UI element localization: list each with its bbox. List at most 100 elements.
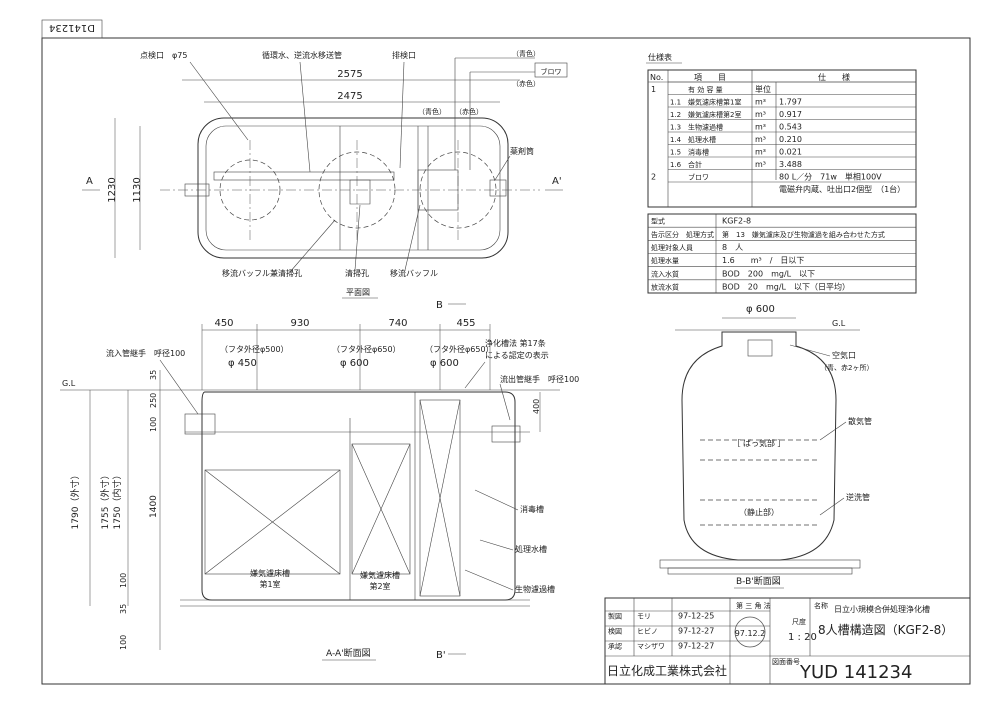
inner-width: 1130 [132, 177, 143, 202]
spec-row-sub: 1.5 [670, 149, 681, 157]
tb-name: マシザワ [637, 643, 665, 651]
aa-h2: 1755（外寸） [99, 471, 111, 530]
tb-stamp [734, 616, 766, 648]
spec-row-value: 0.021 [779, 148, 802, 157]
spec-row-item: 有 効 容 量 [688, 85, 723, 94]
plan-title: 平面図 [346, 288, 370, 297]
tb-name: モリ [637, 613, 651, 621]
tb-name-label: 名称 [814, 601, 828, 610]
spec-row-sub: 1.1 [670, 99, 681, 107]
model-row-value: KGF2-8 [722, 217, 751, 226]
spec-row-value: 0.917 [779, 110, 802, 119]
aa-dim-4: 455 [456, 318, 475, 329]
aa-cert-1: 浄化槽法 第17条 [485, 338, 546, 348]
aa-tank2b: 第2室 [369, 581, 390, 591]
tb-name: ヒビノ [637, 627, 658, 636]
aa-v7: 100 [119, 635, 128, 650]
aa-h1: 1790（外寸） [69, 471, 81, 530]
tb-title2: 8人槽構造図（KGF2-8） [818, 623, 953, 637]
spec-row-unit: m³ [755, 148, 766, 157]
aa-gl: G.L [62, 379, 76, 388]
aa-v1: 35 [149, 370, 158, 380]
red-label-2: （赤色） [455, 107, 483, 116]
spec-hdr-no: No. [650, 73, 663, 82]
blower-box [534, 62, 568, 78]
plan-manhole-1 [219, 159, 281, 221]
tb-role: 承認 [608, 642, 622, 651]
aa-tank1b: 第1室 [259, 579, 280, 589]
aa-right-2: 処理水槽 [515, 544, 547, 554]
spec-hdr-item: 項 目 [694, 73, 726, 82]
bb-aerated: ［ ばっ気部 ］ [732, 438, 785, 448]
aa-lid-1: （フタ外径φ500） [220, 344, 289, 354]
aa-tank2a: 嫌気濾床槽 [360, 570, 400, 580]
spec-row-unit: m³ [755, 110, 766, 119]
section-a2: A' [552, 176, 562, 187]
aa-v6: 35 [119, 604, 128, 614]
aa-v4: 1400 [149, 495, 159, 518]
spec-row-item: 消毒槽 [688, 148, 709, 157]
manhole-note: 点検口 φ75 [140, 50, 187, 60]
spec-row-unit: m³ [755, 160, 766, 169]
spec-row-sub: 1.6 [670, 161, 682, 169]
aa-400: 400 [532, 399, 541, 414]
spec-row-item: 合計 [688, 160, 702, 169]
aa-open-1: φ 450 [228, 358, 257, 369]
cleaning-hole-label: 清掃孔 [345, 268, 369, 278]
spec-row-item: 嫌気濾床槽第1室 [688, 98, 741, 107]
tb-date: 97-12-25 [678, 612, 714, 621]
bb-backwash: 逆洗管 [846, 492, 870, 502]
aa-title: A-A'断面図 [326, 647, 371, 659]
model-row-label: 告示区分 処理方式 [651, 230, 714, 239]
spec-title: 仕様表 [648, 52, 672, 62]
spec-row-value: 0.543 [779, 123, 802, 132]
spec-row-value: 3.488 [779, 160, 802, 169]
flow-baffle-label: 移流バッフル [390, 268, 438, 278]
aa-open-2: φ 600 [340, 358, 369, 369]
model-row-label: 型式 [651, 217, 665, 226]
bb-gl: G.L [832, 319, 846, 328]
spec-row-sub: 1.3 [670, 124, 681, 132]
tb-title1: 日立小規模合併処理浄化槽 [834, 604, 930, 614]
aa-dim-3: 740 [388, 318, 407, 329]
aa-h3: 1750（内寸） [111, 471, 123, 530]
aa-cert-2: による認定の表示 [485, 350, 549, 360]
section-a: A [86, 176, 93, 187]
tb-role: 検図 [608, 627, 622, 636]
model-row-value: BOD 20 mg/L 以下（日平均） [722, 282, 850, 292]
b-mark: B [436, 300, 443, 311]
outer-length: 2575 [337, 69, 362, 80]
model-row-value: 8 人 [722, 243, 743, 252]
blower-label: ブロワ [541, 67, 562, 76]
plan-tank-outer [197, 117, 509, 259]
model-row-value: 第 13 嫌気濾床及び生物濾過を組み合わせた方式 [722, 230, 885, 239]
model-row-value: BOD 200 mg/L 以下 [722, 269, 815, 278]
aa-right-1: 消毒槽 [520, 504, 544, 514]
baffle-hole-label: 移流バッフル兼清掃孔 [222, 268, 302, 278]
bb-title: B-B'断面図 [736, 575, 781, 587]
spec-row-item: 嫌気濾床槽第2室 [688, 110, 741, 119]
model-row-value: 1.6 m³ / 日以下 [722, 256, 804, 265]
sheet-border [41, 37, 971, 685]
aa-v5: 100 [119, 573, 128, 588]
spec-row-value: 80 L／分 71w 単相100V [779, 172, 882, 182]
spec-row-item: 処理水槽 [688, 135, 716, 144]
outer-width: 1230 [107, 177, 118, 202]
tb-drawing-no: YUD 141234 [799, 662, 912, 683]
model-row-label: 放流水質 [651, 283, 679, 292]
model-table: 型式 KGF2-8 告示区分 処理方式第 13 嫌気濾床及び生物濾過を組み合わせた方… [647, 213, 917, 294]
aa-dim-2: 930 [290, 318, 309, 329]
spec-row-sub: 1.4 [670, 136, 682, 144]
blue-label: （青色） [512, 49, 540, 58]
tb-scale: 1 : 20 [788, 632, 817, 643]
aa-v2: 250 [149, 393, 158, 408]
aa-right-3: 生物濾過槽 [515, 584, 555, 594]
spec-hdr-spec: 仕 様 [818, 72, 850, 82]
aa-dim-1: 450 [214, 318, 233, 329]
aa-lid-2: （フタ外径φ650） [332, 344, 401, 354]
spec-row-no: 1 [651, 85, 656, 94]
section-aa: G.L 450 930 740 455 （フタ外径φ500） （フタ外径φ650… [60, 300, 579, 661]
aa-inlet: 流入管継手 呼径100 [106, 348, 185, 358]
